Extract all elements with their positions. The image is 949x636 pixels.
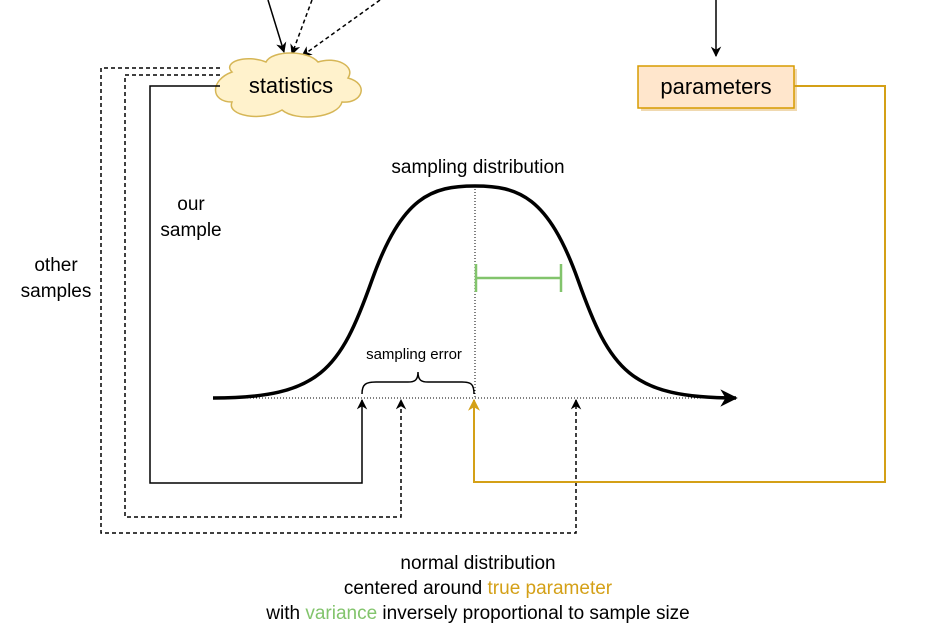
our-sample-label-line1: our xyxy=(177,194,205,215)
parameters-connector xyxy=(468,85,886,483)
caption-line2: centered around true parameter xyxy=(180,576,776,601)
arrow-into-statistics-solid xyxy=(267,0,287,54)
other-sample-connector-2 xyxy=(124,74,407,518)
sampling-error-label: sampling error xyxy=(366,346,462,363)
caption-true-parameter: true parameter xyxy=(487,578,613,599)
caption: normal distribution centered around true… xyxy=(180,551,776,626)
our-sample-connector xyxy=(149,85,368,484)
bell-curve xyxy=(212,184,738,407)
sampling-error-brace xyxy=(361,371,475,395)
parameters-label: parameters xyxy=(660,74,772,99)
arrow-into-statistics-dashed-1 xyxy=(290,0,313,55)
caption-line2-prefix: centered around xyxy=(343,578,488,599)
our-sample-label-line2: sample xyxy=(160,220,222,241)
sampling-distribution-title: sampling distribution xyxy=(391,157,565,178)
arrow-into-statistics-dashed-2 xyxy=(301,0,381,57)
other-samples-label: other samples xyxy=(14,253,98,305)
caption-line3: with variance inversely proportional to … xyxy=(180,601,776,626)
caption-line3-suffix: inversely proportional to sample size xyxy=(377,603,690,624)
statistics-label: statistics xyxy=(248,73,334,98)
our-sample-label: our sample xyxy=(150,192,232,244)
caption-line3-prefix: with xyxy=(266,603,306,624)
other-samples-label-line2: samples xyxy=(20,281,92,302)
other-samples-label-line1: other xyxy=(34,255,78,276)
caption-line1: normal distribution xyxy=(400,553,556,574)
statistics-cloud-node xyxy=(214,52,362,118)
other-sample-connector-1 xyxy=(100,67,582,534)
caption-variance: variance xyxy=(305,603,378,624)
